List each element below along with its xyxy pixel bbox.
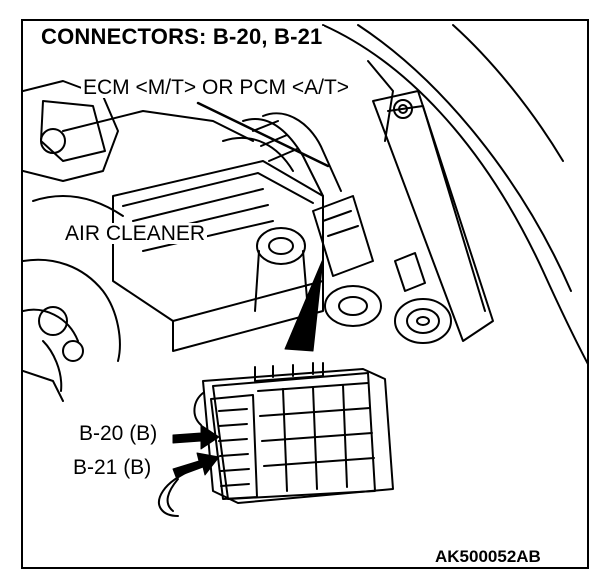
ecm-mounted	[312, 195, 374, 277]
b21-arrow	[172, 452, 220, 478]
air-cleaner-box	[112, 136, 324, 352]
ecm-module	[158, 362, 394, 517]
ecm-leader-line	[196, 101, 330, 168]
pointer-triangle	[284, 258, 324, 352]
intake-duct	[242, 112, 342, 197]
diagram-title: CONNECTORS: B-20, B-21	[39, 24, 325, 49]
b20-arrow	[172, 424, 220, 450]
engine-parts-left	[23, 80, 254, 402]
engine-bay-illustration	[23, 24, 587, 517]
strut-brace	[372, 90, 494, 344]
connector-arrows	[172, 424, 220, 478]
figure-code: AK500052AB	[435, 547, 541, 566]
connector-b20-label: B-20 (B)	[77, 422, 160, 445]
connector-b21-label: B-21 (B)	[71, 456, 154, 479]
hood-outline	[322, 24, 587, 365]
ecm-label: ECM <M/T> OR PCM <A/T>	[81, 76, 352, 99]
air-cleaner-label: AIR CLEANER	[63, 222, 208, 245]
diagram-frame: CONNECTORS: B-20, B-21 ECM <M/T> OR PCM …	[21, 19, 589, 569]
